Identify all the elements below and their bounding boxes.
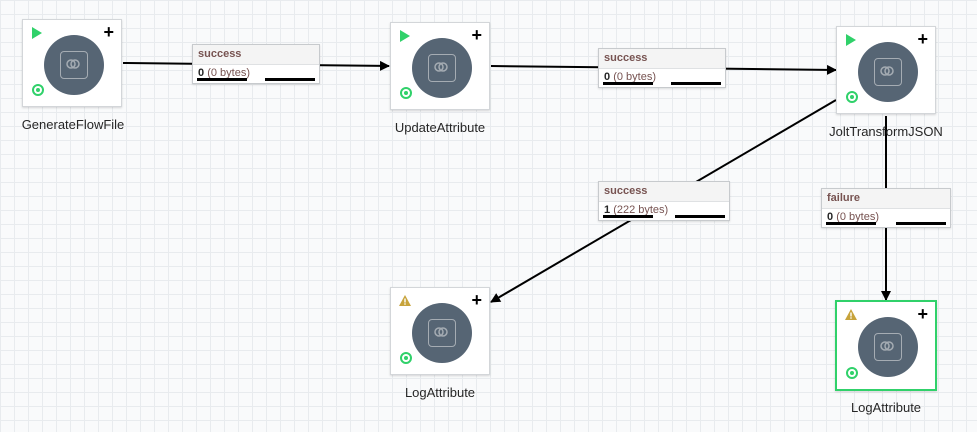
queue-bar [896, 222, 946, 225]
connection-label-jolt-log2[interactable]: failure 0 (0 bytes) [821, 188, 951, 228]
processor-name: LogAttribute [404, 385, 476, 400]
connection-label-update-jolt[interactable]: success 0 (0 bytes) [598, 48, 726, 88]
running-status-icon [32, 84, 44, 96]
run-state-icon [846, 34, 856, 46]
add-icon[interactable]: + [917, 304, 928, 324]
relationship-name: success [599, 182, 729, 202]
running-status-icon [400, 87, 412, 99]
add-icon[interactable]: + [471, 290, 482, 310]
queue-bar [671, 82, 721, 85]
run-state-icon [32, 27, 42, 39]
processor-icon [412, 303, 472, 363]
processor-name: GenerateFlowFile [21, 117, 125, 132]
processor-updateattribute[interactable]: + [390, 22, 490, 110]
queue-stats: 0 (0 bytes) [827, 211, 879, 223]
add-icon[interactable]: + [103, 22, 114, 42]
queue-stats: 0 (0 bytes) [198, 67, 250, 79]
processor-logattribute-2[interactable]: + [835, 300, 937, 391]
queue-bar [675, 215, 725, 218]
add-icon[interactable]: + [471, 25, 482, 45]
queue-bar [826, 222, 876, 225]
connection-label-jolt-log1[interactable]: success 1 (222 bytes) [598, 181, 730, 221]
relationship-name: success [193, 45, 319, 65]
connection-label-generate-update[interactable]: success 0 (0 bytes) [192, 44, 320, 84]
running-status-icon [846, 367, 858, 379]
processor-name: LogAttribute [850, 400, 922, 415]
processor-name: JoltTransformJSON [829, 124, 943, 139]
queue-stats: 0 (0 bytes) [604, 71, 656, 83]
queue-bar [265, 78, 315, 81]
warning-icon [399, 295, 411, 306]
processor-icon [858, 317, 918, 377]
processor-icon [412, 38, 472, 98]
queue-bar [197, 78, 247, 81]
run-state-icon [400, 30, 410, 42]
relationship-name: success [599, 49, 725, 69]
running-status-icon [400, 352, 412, 364]
relationship-name: failure [822, 189, 950, 209]
running-status-icon [846, 91, 858, 103]
processor-name: UpdateAttribute [394, 120, 486, 135]
processor-logattribute-1[interactable]: + [390, 287, 490, 375]
processor-icon [858, 42, 918, 102]
processor-generateflowfile[interactable]: + [22, 19, 122, 107]
add-icon[interactable]: + [917, 29, 928, 49]
queue-bar [603, 82, 653, 85]
queue-stats: 1 (222 bytes) [604, 204, 669, 216]
queue-bar [603, 215, 653, 218]
processor-icon [44, 35, 104, 95]
warning-icon [845, 309, 857, 320]
processor-jolttransformjson[interactable]: + [836, 26, 936, 114]
